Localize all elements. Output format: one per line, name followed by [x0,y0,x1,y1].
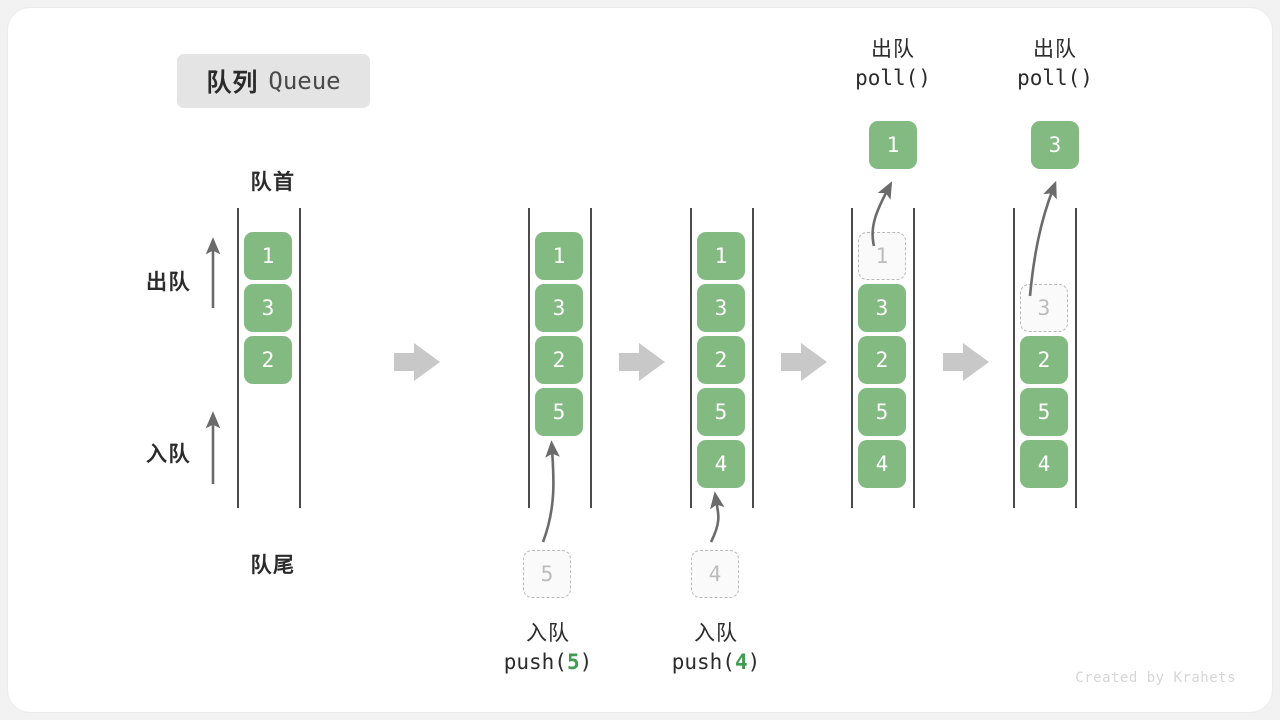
queue-element: 2 [697,336,745,384]
rail-left [1013,208,1015,508]
queue-element: 3 [535,284,583,332]
queue-element: 5 [535,388,583,436]
queue-element: 2 [244,336,292,384]
title-badge: 队列 Queue [177,54,370,108]
outgoing-ghost-element: 3 [1020,284,1068,332]
title-cn: 队列 [206,69,259,97]
rail-right [1075,208,1077,508]
caption-line-2: push(4) [671,650,761,675]
queue-element: 1 [535,232,583,280]
queue-element: 1 [244,232,292,280]
queue-element: 2 [535,336,583,384]
queue-element: 3 [244,284,292,332]
poll-3-remove-arrow-icon [1028,180,1057,297]
queue-element: 5 [1020,388,1068,436]
caption-line-2: push(5) [503,650,593,675]
incoming-ghost-element: 4 [691,550,739,598]
caption-line-2: poll() [1017,66,1093,91]
push-5-caption: 入队 push(5) [448,620,648,677]
queue-element: 4 [697,440,745,488]
rail-left [851,208,853,508]
rail-right [752,208,754,508]
queue-element: 4 [1020,440,1068,488]
outgoing-ghost-element: 1 [858,232,906,280]
credit-text: Created by Krahets [1075,670,1236,686]
caption-line-1: 出队 [871,38,915,61]
push-4-caption: 入队 push(4) [616,620,816,677]
rail-right [590,208,592,508]
caption-line-1: 出队 [1033,38,1077,61]
enqueue-direction-label: 入队 [146,443,191,466]
step-arrow-4-icon [943,343,989,381]
diagram-card: 队列 Queue 队首 队尾 出队 入队 1 3 2 1 3 2 5 5 入队 … [8,8,1272,712]
queue-element: 1 [697,232,745,280]
caption-line-1: 入队 [526,622,570,645]
caption-line-1: 入队 [694,622,738,645]
rail-right [913,208,915,508]
rail-left [690,208,692,508]
queue-element: 3 [697,284,745,332]
rail-left [237,208,239,508]
title-en: Queue [268,67,341,95]
polled-result-element: 3 [1031,121,1079,169]
dequeue-direction-label: 出队 [146,271,191,294]
step-arrow-1-icon [394,343,440,381]
queue-element: 4 [858,440,906,488]
arrow-overlay [205,180,1057,543]
poll-1-caption: 出队 poll() [813,36,973,93]
queue-element: 2 [858,336,906,384]
incoming-ghost-element: 5 [523,550,571,598]
queue-head-label: 队首 [250,171,296,194]
poll-3-caption: 出队 poll() [975,36,1135,93]
step-arrow-3-icon [781,343,827,381]
queue-element: 2 [1020,336,1068,384]
queue-element: 3 [858,284,906,332]
step-arrow-2-icon [619,343,665,381]
caption-line-2: poll() [855,66,931,91]
queue-tail-label: 队尾 [250,554,296,577]
polled-result-element: 1 [869,121,917,169]
rail-left [528,208,530,508]
queue-element: 5 [858,388,906,436]
push-4-insert-arrow-icon [709,491,725,543]
push-5-insert-arrow-icon [541,440,560,543]
queue-element: 5 [697,388,745,436]
rail-right [299,208,301,508]
